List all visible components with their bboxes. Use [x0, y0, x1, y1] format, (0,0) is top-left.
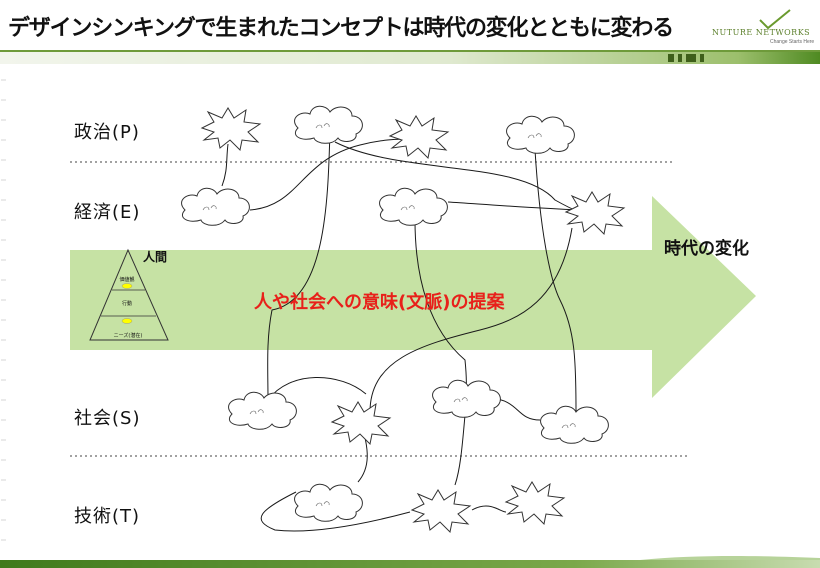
pyramid-title: 人間 — [143, 250, 168, 264]
star-politics-2 — [389, 115, 449, 159]
star-technology-1 — [411, 489, 471, 533]
star-politics-1 — [201, 107, 261, 151]
footer-band — [0, 556, 820, 568]
star-technology-2 — [505, 481, 565, 525]
pyramid-level-behavior: 行動 — [121, 301, 133, 307]
cloud-politics-2 — [506, 115, 575, 154]
human-pyramid — [89, 248, 169, 341]
layer-label-politics: 政治(P) — [74, 122, 140, 143]
cloud-economy-2 — [379, 187, 448, 226]
star-economy-1 — [565, 191, 625, 235]
cloud-politics-1 — [294, 105, 363, 144]
layer-label-technology: 技術(T) — [74, 506, 141, 527]
header-band — [0, 50, 820, 64]
cloud-economy-1 — [181, 187, 250, 226]
cloud-technology-1 — [294, 483, 363, 522]
checkmark-logo-icon — [759, 9, 791, 30]
slide-title: デザインシンキングで生まれたコンセプトは時代の変化とともに変わる — [8, 16, 674, 41]
layer-label-economy: 経済(E) — [74, 202, 141, 223]
cloud-society-3 — [540, 405, 609, 444]
time-change-label: 時代の変化 — [664, 239, 749, 259]
time-change-arrow — [70, 196, 756, 398]
cloud-society-2 — [432, 379, 501, 418]
pyramid-level-values: 価値観 — [119, 277, 135, 283]
company-logo: NUTURE NETWORKS Change Starts Here — [712, 8, 816, 48]
left-ruler — [1, 79, 6, 541]
pyramid-level-needs: ニーズ(潜在) — [113, 333, 143, 339]
star-society-1 — [331, 401, 391, 445]
layer-label-society: 社会(S) — [74, 408, 141, 429]
logo-tagline: Change Starts Here — [770, 39, 815, 45]
cloud-society-1 — [228, 391, 297, 430]
meaning-proposal-label: 人や社会への意味(文脈)の提案 — [254, 292, 505, 313]
logo-name: NUTURE NETWORKS — [712, 28, 811, 37]
